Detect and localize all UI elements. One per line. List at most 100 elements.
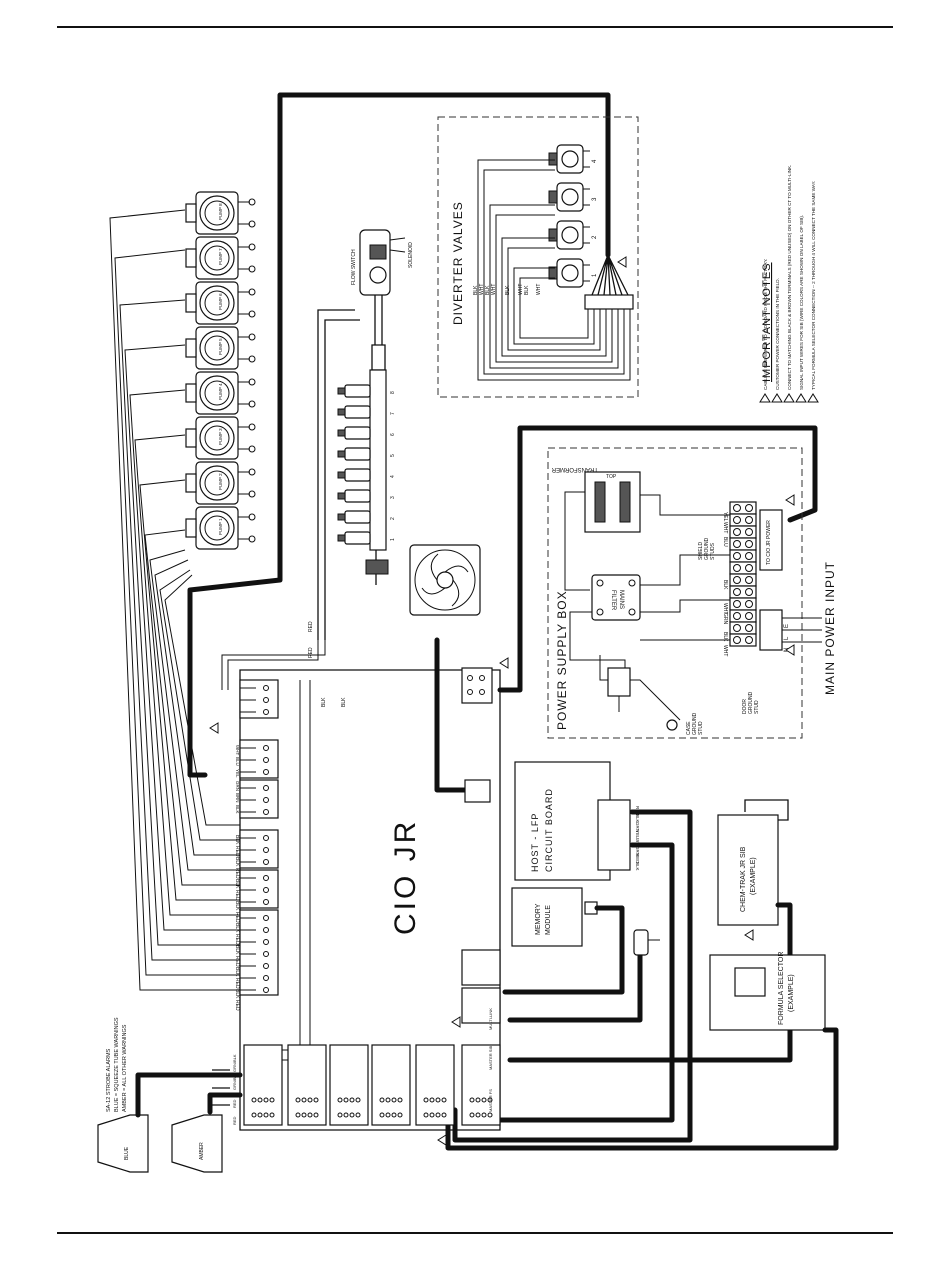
main-power-input: L N E bbox=[759, 609, 822, 652]
strobe-amber-label: AMBER bbox=[199, 1142, 205, 1160]
power-terminal bbox=[729, 597, 757, 611]
power-terminal bbox=[729, 561, 757, 575]
important-notes-title: IMPORTANT NOTES bbox=[761, 262, 773, 382]
strobe-note-3: AMBER = ALL OTHER WARNINGS bbox=[122, 1024, 128, 1112]
formula-selector-label-1: FORMULA SELECTOR bbox=[778, 952, 785, 1025]
power-supply-box-label: POWER SUPPLY BOX bbox=[555, 590, 569, 730]
host-cable-2 bbox=[467, 842, 675, 1123]
manifold-number: 7 bbox=[390, 412, 396, 415]
svg-text:SHIELD: SHIELD bbox=[698, 542, 704, 560]
note-item-2: CUSTOMER POWER CONNECTIONS IN THE FIELD. bbox=[771, 278, 783, 403]
cio-jr-board-label: CIO JR bbox=[389, 819, 422, 935]
host-cable-1 bbox=[452, 809, 693, 1143]
svg-text:GROUND: GROUND bbox=[704, 537, 710, 560]
bottom-connector bbox=[287, 1044, 327, 1126]
manifold bbox=[365, 369, 389, 585]
mains-filter bbox=[591, 574, 641, 621]
manifold-valve-7: 7 bbox=[337, 405, 396, 419]
valve-number: 1 bbox=[592, 273, 598, 277]
diverter-valve-4: 4 bbox=[548, 144, 598, 174]
power-terminal bbox=[729, 609, 757, 623]
terminal-block bbox=[239, 779, 279, 819]
host-wire-label: YEL bbox=[635, 830, 640, 839]
line-terminal-label: L bbox=[784, 636, 790, 640]
host-wire-label: BLK bbox=[635, 814, 640, 823]
svg-text:WHT: WHT bbox=[518, 284, 524, 295]
pump-7: PUMP 7 bbox=[185, 236, 256, 280]
formula-selector bbox=[709, 954, 826, 1031]
note-marker-master-fs bbox=[437, 1134, 447, 1146]
svg-text:STUD: STUD bbox=[698, 721, 704, 735]
chem-trak-label-2: (EXAMPLE) bbox=[750, 857, 757, 895]
transformer-top-label: TOP bbox=[606, 474, 617, 480]
valve-harness-fan bbox=[591, 254, 629, 296]
power-terminal bbox=[729, 525, 757, 539]
board-wire-label: BLK bbox=[234, 967, 240, 977]
main-cable-harness bbox=[187, 92, 611, 778]
pump-wire-harness bbox=[109, 209, 240, 991]
svg-text:TO CIO JR POWER: TO CIO JR POWER bbox=[766, 520, 772, 565]
power-wire-label: BLU bbox=[722, 537, 728, 547]
note-marker-chem-trak bbox=[744, 929, 754, 941]
formula-selector-cable bbox=[445, 1027, 839, 1151]
board-wire-label: RED bbox=[234, 912, 240, 923]
flow-switch-assembly bbox=[317, 229, 406, 640]
power-wire-label: BLK bbox=[722, 632, 728, 642]
board-wire-label: BLU bbox=[235, 757, 240, 766]
pump-2: PUMP 2 bbox=[185, 461, 256, 505]
board-wire-label: BRN bbox=[235, 793, 240, 803]
power-wire-label: WHT bbox=[722, 603, 728, 614]
note-item-text: TYPICAL FORMULA SELECTOR CONNECTION -- 2… bbox=[811, 181, 816, 390]
host-lfp-board bbox=[514, 761, 631, 881]
valve-terminal-strip bbox=[584, 294, 634, 310]
memory-module-label-2: MODULE bbox=[545, 905, 552, 935]
svg-text:WHT: WHT bbox=[479, 284, 485, 295]
strobe-note-2: BLUE = SQUEEZE TUBE WARNINGS bbox=[114, 1017, 120, 1112]
board-bottom-connectors bbox=[243, 1044, 501, 1126]
host-wire-label: RED bbox=[635, 854, 640, 864]
svg-text:BLK: BLK bbox=[524, 285, 530, 295]
note-marker-to-cio bbox=[785, 494, 795, 506]
strobe-wire-label-1: GRN/BLK bbox=[232, 1072, 237, 1090]
master-fs-label: MASTER FS bbox=[488, 1089, 493, 1112]
power-terminal bbox=[729, 585, 757, 599]
power-wire-label: GRN bbox=[722, 613, 728, 625]
formula-selector-label-2: (EXAMPLE) bbox=[788, 974, 795, 1012]
pump-label: PUMP 1 bbox=[218, 518, 223, 535]
bottom-connector bbox=[461, 1044, 501, 1126]
pump-8: PUMP 8 bbox=[185, 191, 256, 235]
to-cio-label-box: TO CIO JR POWER bbox=[759, 509, 783, 571]
pump-label: PUMP 6 bbox=[218, 293, 223, 310]
memory-module-label-1: MEMORY bbox=[535, 903, 542, 935]
power-wire-label: YEL bbox=[722, 512, 728, 522]
board-wire-label: BLK bbox=[234, 989, 240, 999]
svg-text:STUD: STUD bbox=[754, 700, 760, 714]
svg-text:GROUND: GROUND bbox=[692, 712, 698, 735]
board-wire-label: BLK bbox=[235, 805, 240, 814]
shield-ground-studs: SHIELD GROUND STUDS bbox=[698, 537, 716, 560]
svg-text:BLK: BLK bbox=[473, 285, 479, 295]
pump-6: PUMP 6 bbox=[185, 281, 256, 325]
strobe-note-1: SA-12 STROBE ALARMS bbox=[106, 1048, 112, 1112]
host-wire-label: BLK bbox=[635, 862, 640, 871]
board-wire-label: BLK bbox=[234, 923, 240, 933]
board-wire-label: BLK bbox=[234, 835, 240, 845]
host-board-label-2: CIRCUIT BOARD bbox=[544, 788, 554, 872]
bottom-connector bbox=[243, 1044, 283, 1126]
power-terminal bbox=[729, 573, 757, 587]
board-side-sockets bbox=[461, 949, 501, 1024]
valve-wiring bbox=[477, 159, 631, 381]
transformer-label: TRANSFORMER bbox=[551, 466, 598, 472]
flow-switch-label: FLOW SWITCH bbox=[351, 249, 357, 285]
pump-label: PUMP 8 bbox=[218, 203, 223, 220]
note-marker-main-power bbox=[785, 644, 795, 656]
board-wire-label: RED bbox=[234, 1000, 240, 1011]
note-marker-valves bbox=[617, 256, 627, 268]
board-terminal-strip bbox=[239, 679, 279, 996]
transformer bbox=[564, 471, 730, 591]
note-item-text: CABLE IS PRE-WIRED TO CIO BOARD FROM THE… bbox=[763, 259, 768, 390]
